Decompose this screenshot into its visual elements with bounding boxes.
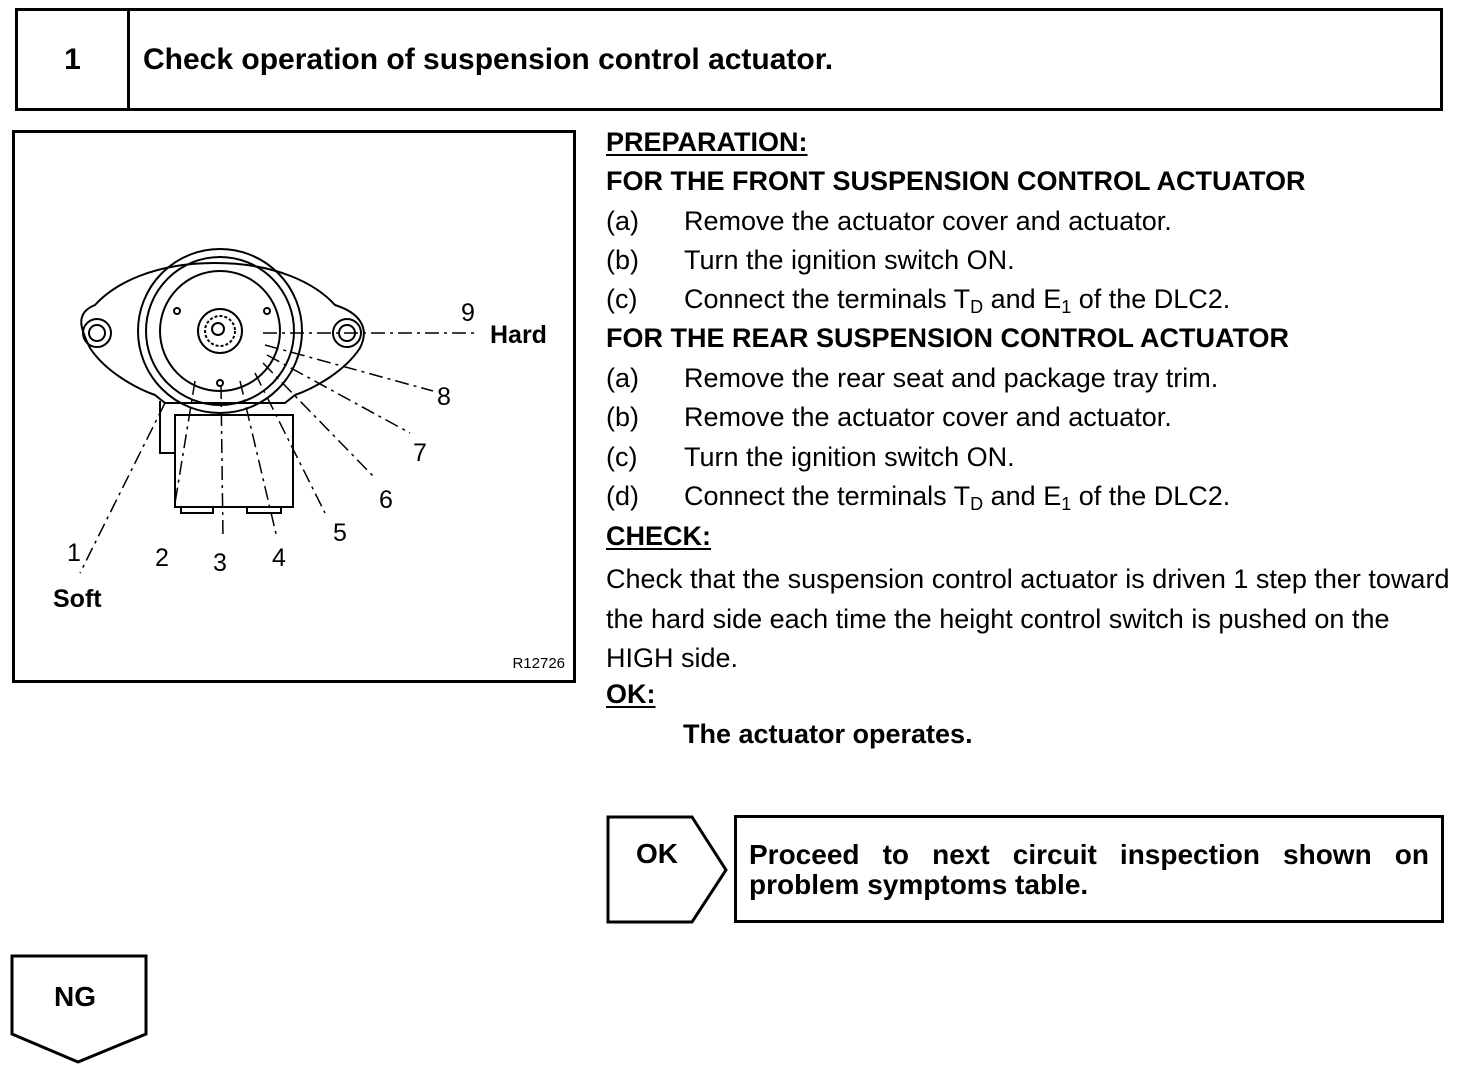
hard-label: Hard <box>490 321 547 349</box>
step-header: 1 Check operation of suspension control … <box>15 8 1443 111</box>
check-heading: CHECK: <box>606 521 711 551</box>
outer-housing <box>137 248 303 414</box>
actuator-figure: 1 2 3 4 5 6 7 8 9 Soft Hard R12726 <box>12 130 576 683</box>
label-6: 6 <box>379 486 393 514</box>
shaft <box>197 308 243 354</box>
ng-flow-label: NG <box>54 981 96 1012</box>
label-1: 1 <box>67 539 81 567</box>
ok-result: The actuator operates. <box>683 719 973 749</box>
ok-result-box: Proceed to next circuit inspection shown… <box>734 815 1444 923</box>
ok-flow-arrow: OK <box>606 815 730 925</box>
label-4: 4 <box>272 544 286 572</box>
step-title: Check operation of suspension control ac… <box>143 42 834 76</box>
ok-flow-label: OK <box>636 838 678 869</box>
label-9: 9 <box>461 299 475 327</box>
left-mount-hole <box>82 318 112 348</box>
right-mount-hole <box>332 318 362 348</box>
label-2: 2 <box>155 544 169 572</box>
check-text: Check that the suspension control actuat… <box>606 564 1450 673</box>
label-5: 5 <box>333 519 347 547</box>
front-heading: FOR THE FRONT SUSPENSION CONTROL ACTUATO… <box>606 166 1306 196</box>
ng-flow-arrow: NG <box>10 954 150 1066</box>
label-8: 8 <box>437 383 451 411</box>
step-number: 1 <box>18 11 130 108</box>
label-7: 7 <box>413 439 427 467</box>
preparation-heading: PREPARATION: <box>606 127 808 157</box>
rear-heading: FOR THE REAR SUSPENSION CONTROL ACTUATOR <box>606 323 1290 353</box>
actuator-flange <box>80 261 365 404</box>
actuator-illustration <box>79 248 475 574</box>
soft-label: Soft <box>53 585 102 613</box>
label-3: 3 <box>213 549 227 577</box>
ok-heading: OK: <box>606 679 656 709</box>
actuator-body <box>174 414 294 508</box>
figure-code: R12726 <box>512 655 565 672</box>
